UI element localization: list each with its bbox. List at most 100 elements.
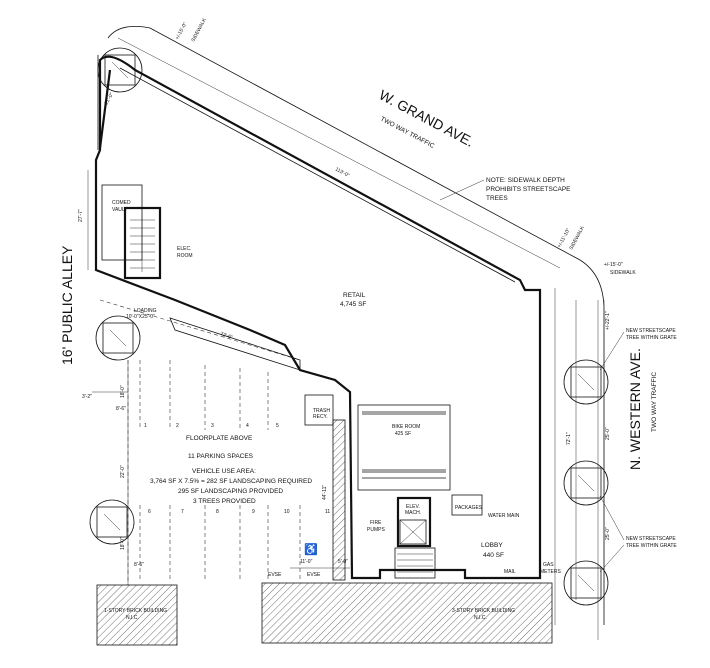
elevator-core: ELEV. MACH.	[396, 496, 432, 548]
tree-note-top-line-2: TREE WITHIN GRATE	[626, 335, 677, 341]
stall-number: 6	[148, 509, 151, 515]
sidewalk-note-line-1: NOTE: SIDEWALK DEPTH	[486, 177, 565, 184]
stall-numbers-bottom: 6 7 8 9 10 11	[148, 509, 330, 515]
dim-inner-44: 44'-11"	[322, 485, 328, 500]
stall-number: 1	[144, 423, 147, 429]
stall-number: 11	[325, 509, 330, 515]
loading-label: LOADING	[134, 308, 157, 314]
tree-note-bottom: NEW STREETSCAPE TREE WITHIN GRATE	[599, 495, 677, 573]
street-western-name: N. WESTERN AVE.	[627, 348, 643, 470]
grand-sidewalk-label: SIDEWALK	[190, 17, 208, 43]
trash-room: TRASH RECY.	[304, 394, 334, 426]
stall-number: 10	[284, 509, 290, 515]
western-sidewalk-dim: +/-15'-0"	[604, 262, 623, 268]
comed-vault-room: COMED VAULT	[101, 184, 143, 261]
loading-size: 10'-0"X25'-0"	[126, 314, 155, 320]
elev-label: ELEV.	[406, 504, 420, 510]
dim-west-22: 22'-0"	[120, 465, 126, 478]
retail-area: 4,745 SF	[340, 301, 366, 308]
bike-room-area: 425 SF	[395, 431, 411, 437]
packages-room: PACKAGES	[451, 494, 483, 516]
dim-alley-side: 27'-7"	[78, 209, 84, 222]
stall-number: 3	[211, 423, 214, 429]
accessible-parking-icon: ♿	[304, 543, 318, 556]
curb-lines	[97, 25, 605, 640]
mach-label: MACH.	[405, 510, 421, 516]
comed-label: COMED	[112, 200, 131, 206]
street-western-traffic: TWO WAY TRAFFIC	[651, 372, 658, 432]
alley-name: 16' PUBLIC ALLEY	[59, 245, 75, 365]
floorplate-label: FLOORPLATE ABOVE	[186, 435, 253, 442]
neighbor-right-label: 3-STORY BRICK BUILDING	[452, 608, 515, 614]
neighbor-building-left: 1-STORY BRICK BUILDING N.I.C.	[96, 584, 178, 646]
dim-west-18-b: 18'-0"	[120, 537, 126, 550]
evse-label-2: EVSE	[307, 572, 321, 578]
water-main-label: WATER MAIN	[488, 513, 520, 519]
elec-room: ELEC. ROOM	[177, 246, 193, 259]
pumps-label: PUMPS	[367, 527, 385, 533]
recy-label: RECY.	[313, 414, 328, 420]
stall-number: 7	[181, 509, 184, 515]
neighbor-right-nic: N.I.C.	[474, 615, 487, 621]
stall-lines-bottom	[139, 505, 301, 580]
building-outline	[94, 55, 542, 580]
dim-grand-length: 113'-0"	[334, 166, 350, 179]
sidewalk-note-line-3: TREES	[486, 195, 508, 202]
trees-provided-label: 3 TREES PROVIDED	[193, 498, 256, 505]
bike-room-label: BIKE ROOM	[392, 424, 420, 430]
fire-label: FIRE	[370, 520, 382, 526]
tree-note-bottom-line-2: TREE WITHIN GRATE	[626, 543, 677, 549]
fire-pumps-room: FIRE PUMPS	[367, 520, 385, 533]
dim-bottom-5: 5'-0"	[338, 559, 348, 565]
dim-west-8-6-b: 8'-6"	[134, 562, 144, 568]
dim-west-18-a: 18'-0"	[120, 385, 126, 398]
sidewalk-note-line-2: PROHIBITS STREETSCAPE	[486, 186, 571, 193]
tree-note-bottom-line-1: NEW STREETSCAPE	[626, 536, 676, 542]
dim-east-25-b: 25'-0"	[605, 527, 611, 540]
parking-area: 1 2 3 4 5 6 7 8 9 10 11 FLOORPLATE ABOVE…	[127, 360, 330, 585]
retail-space: RETAIL 4,745 SF	[340, 292, 366, 308]
meters-label: METERS	[540, 569, 562, 575]
lobby-label: LOBBY	[481, 542, 503, 549]
loading-area: LOADING 10'-0"X25'-0"	[99, 299, 301, 371]
dim-east-72-1: 72'-1"	[566, 432, 572, 445]
lobby-area: 440 SF	[483, 552, 504, 559]
retail-label: RETAIL	[343, 292, 366, 299]
bike-room: BIKE ROOM 425 SF	[357, 404, 451, 491]
gas-label: GAS	[543, 562, 554, 568]
stair-core-2	[394, 547, 436, 579]
vault-label: VAULT	[112, 207, 127, 213]
evse-label-1: EVSE	[268, 572, 282, 578]
stall-number: 8	[216, 509, 219, 515]
tree-top-left	[97, 47, 143, 93]
tree-alley-bottom	[89, 499, 135, 545]
landscaping-required-label: 3,764 SF X 7.5% = 282 SF LANDSCAPING REQ…	[150, 478, 312, 485]
tree-western-2	[563, 460, 609, 506]
stall-numbers-top: 1 2 3 4 5	[144, 423, 279, 429]
packages-label: PACKAGES	[455, 505, 483, 511]
trash-label: TRASH	[313, 408, 330, 414]
dim-east-25-a: 25'-0"	[605, 427, 611, 440]
vehicle-use-label: VEHICLE USE AREA:	[192, 468, 256, 475]
tree-western-1	[563, 359, 609, 405]
dim-loading-diag: 72'-6"	[219, 331, 233, 341]
parking-spaces-label: 11 PARKING SPACES	[188, 453, 254, 460]
tree-western-3	[563, 560, 609, 606]
stall-number: 2	[176, 423, 179, 429]
grand-sidewalk-dim: +/-15'-0"	[174, 21, 188, 41]
tree-alley-mid	[95, 315, 141, 361]
western-sidewalk-label: SIDEWALK	[610, 270, 636, 276]
stall-number: 4	[246, 423, 249, 429]
dim-west-3-2: 3'-2"	[82, 394, 92, 400]
neighbor-left-label: 1-STORY BRICK BUILDING	[104, 608, 167, 614]
tree-note-top-line-1: NEW STREETSCAPE	[626, 328, 676, 334]
hatched-wall-core	[332, 419, 346, 581]
mail-label: MAIL	[504, 569, 516, 575]
neighbor-building-right: 3-STORY BRICK BUILDING N.I.C.	[261, 582, 553, 644]
dim-corner-top-left: 21'-0"	[104, 92, 116, 106]
neighbor-left-nic: N.I.C.	[126, 615, 139, 621]
stall-number: 9	[252, 509, 255, 515]
grand-sidewalk2-label: SIDEWALK	[568, 225, 586, 251]
landscaping-provided-label: 295 SF LANDSCAPING PROVIDED	[178, 488, 283, 495]
